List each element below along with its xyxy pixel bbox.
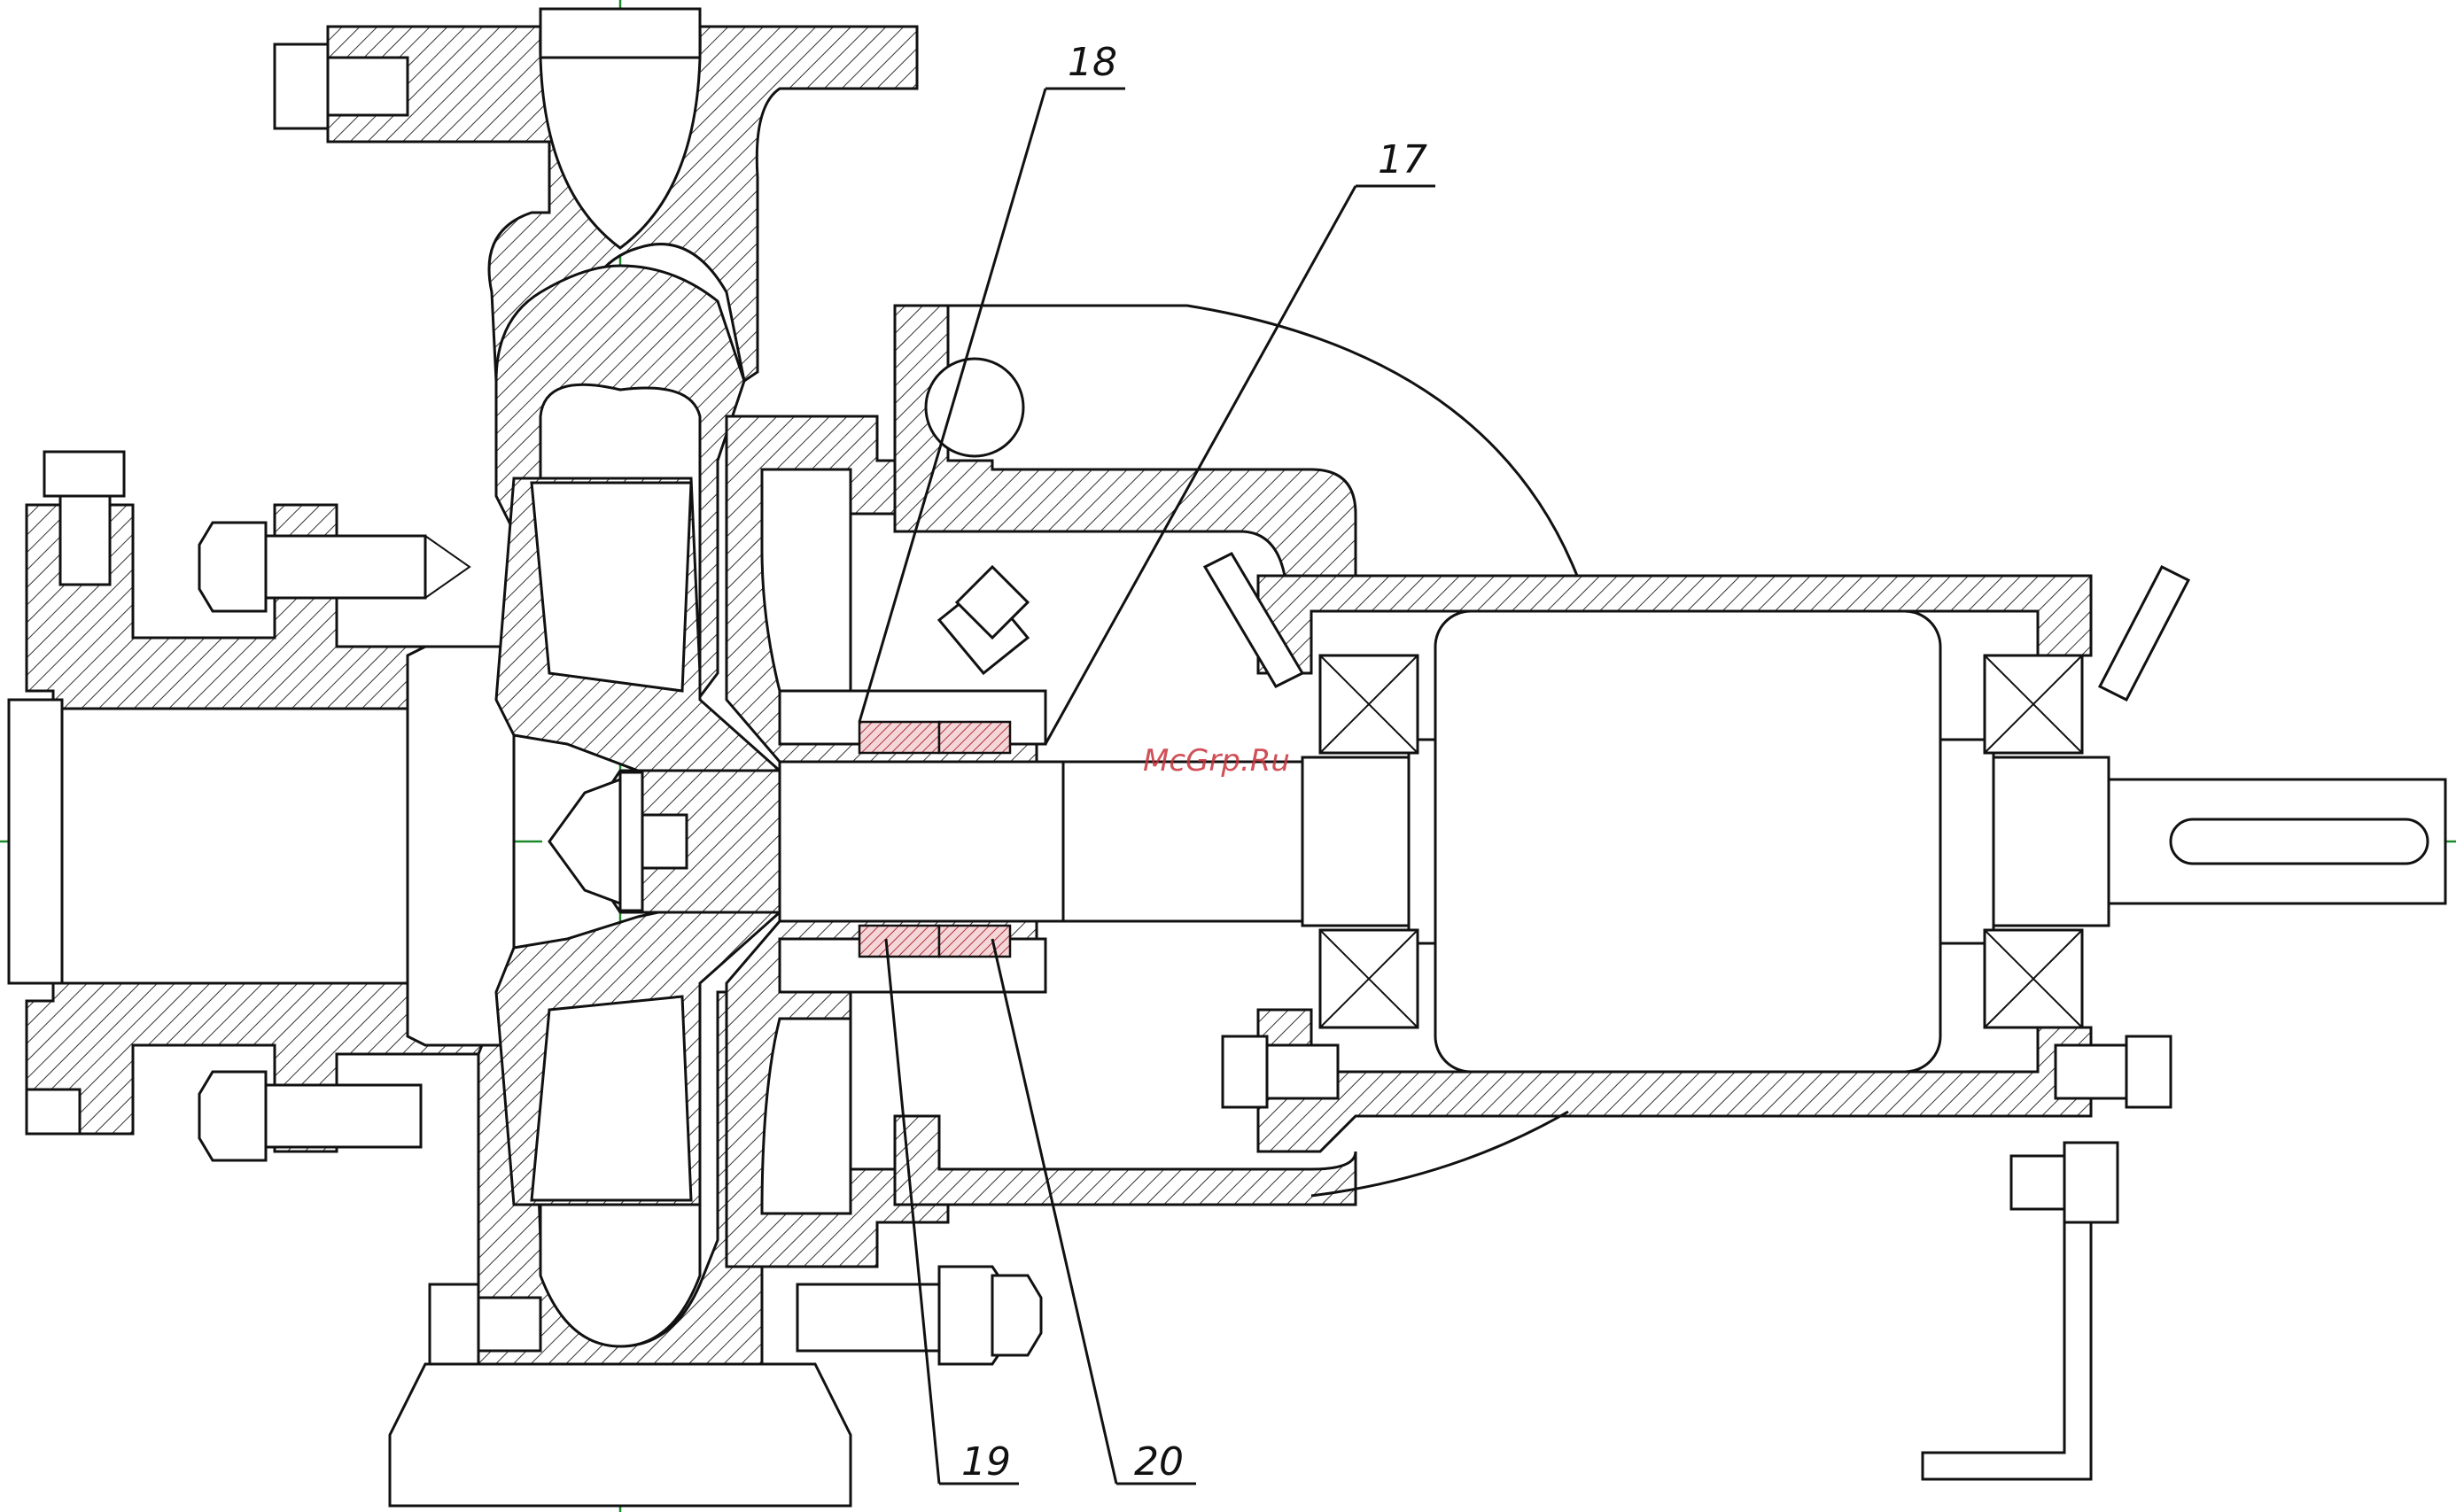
foot-bolt-shank	[2009, 1154, 2066, 1211]
seal-rotating-ring-lower	[858, 924, 941, 958]
frame-lifting-hole	[924, 357, 1025, 458]
casing-support-foot	[388, 1362, 852, 1508]
frame-adapter-upper	[893, 304, 1357, 578]
watermark: McGrp.Ru	[1143, 743, 1290, 779]
inlet-flange-bolt-top	[43, 450, 126, 498]
seal-stationary-ring-upper	[937, 720, 1012, 755]
callout-17: 17	[1378, 137, 1427, 182]
stud-thread-upper-left	[424, 535, 471, 599]
lower-stud-shank-right	[796, 1283, 941, 1353]
frame-arc-rib	[948, 304, 1579, 577]
grease-nipple-rear	[2097, 564, 2191, 702]
shaft-bearing-section	[1301, 756, 1411, 927]
casing-foot-bolt-shank	[477, 1296, 542, 1353]
stud-shank-lower-left	[264, 1083, 423, 1149]
suction-nozzle	[7, 450, 516, 1153]
bearing-housing-bore	[1434, 609, 1942, 1074]
front-cover-bolt-shank	[1265, 1043, 1340, 1100]
support-foot-bracket	[1921, 1221, 2093, 1481]
top-flange-bolt-shank	[326, 56, 409, 117]
callout-labels: 18 17 19 20 McGrp.Ru	[961, 40, 1427, 1485]
grease-nipples	[1202, 552, 2191, 702]
shaft-seal-section	[1061, 760, 1304, 923]
callout-19: 19	[961, 1439, 1011, 1485]
shaft-sleeve	[778, 760, 1065, 923]
bearing-frame	[893, 304, 2093, 1206]
bearings	[1318, 654, 2084, 1029]
lower-stud-nut-right-2	[991, 1274, 1043, 1357]
leader-20	[991, 938, 1118, 1485]
drive-keyway	[2169, 818, 2429, 865]
inlet-flange-bolt-bottom	[25, 1088, 82, 1136]
leader-17	[1044, 185, 1357, 745]
suction-port-face	[7, 698, 64, 985]
frame-bolts	[388, 1035, 2172, 1508]
rear-bearing-upper-x	[1984, 655, 2083, 754]
suction-bore	[60, 707, 427, 985]
seal-chamber-lower-cavity	[760, 1017, 852, 1215]
impeller-lower-vane	[530, 995, 693, 1202]
foot-bolt-nut	[2063, 1141, 2119, 1224]
impeller-nut-cone	[548, 777, 622, 906]
callout-20: 20	[1134, 1439, 1184, 1485]
seal-chamber	[725, 415, 1047, 1268]
impeller-key-slot	[641, 813, 688, 870]
shaft-rear-bearing-section	[1992, 756, 2110, 927]
casing-studs-left	[198, 43, 471, 1162]
leader-18	[858, 88, 1047, 723]
rear-cover-bolt-head	[2125, 1035, 2172, 1109]
impeller-nut-washer	[618, 771, 644, 912]
stud-nut-lower-left	[198, 1070, 268, 1162]
callout-leaders	[858, 87, 1435, 1485]
seal-stationary-ring-lower	[937, 924, 1012, 958]
impeller-upper-vane	[530, 481, 693, 693]
front-bearing-lower-x	[1319, 929, 1418, 1028]
mechanical-seal	[778, 720, 1065, 958]
callout-18: 18	[1068, 40, 1117, 85]
rear-cover-bolt-shank	[2054, 1043, 2128, 1100]
front-bearing-upper-x	[1319, 655, 1418, 754]
flush-plug-hex	[954, 564, 1030, 640]
frame-foot-arc	[1310, 1110, 1569, 1198]
frame-adapter-lower	[893, 1114, 1357, 1206]
seal-rotating-ring-upper	[858, 720, 941, 755]
front-cover-bolt-head	[1221, 1035, 1269, 1109]
top-flange-bolt-head	[273, 43, 330, 130]
impeller	[494, 477, 781, 1206]
stud-nut-upper-left	[198, 521, 268, 613]
stud-shank-upper-left	[264, 534, 427, 600]
leader-19	[884, 938, 941, 1485]
seal-flush-plug	[937, 564, 1030, 676]
seal-chamber-upper-cavity	[760, 468, 852, 693]
inlet-flange-bolt-shank-top	[58, 494, 112, 586]
discharge-bore-window	[539, 7, 702, 59]
rear-bearing-lower-x	[1984, 929, 2083, 1028]
casing-foot-bolt-head	[428, 1283, 480, 1366]
grease-nipple-front	[1202, 552, 1305, 688]
discharge-passage	[539, 25, 702, 250]
